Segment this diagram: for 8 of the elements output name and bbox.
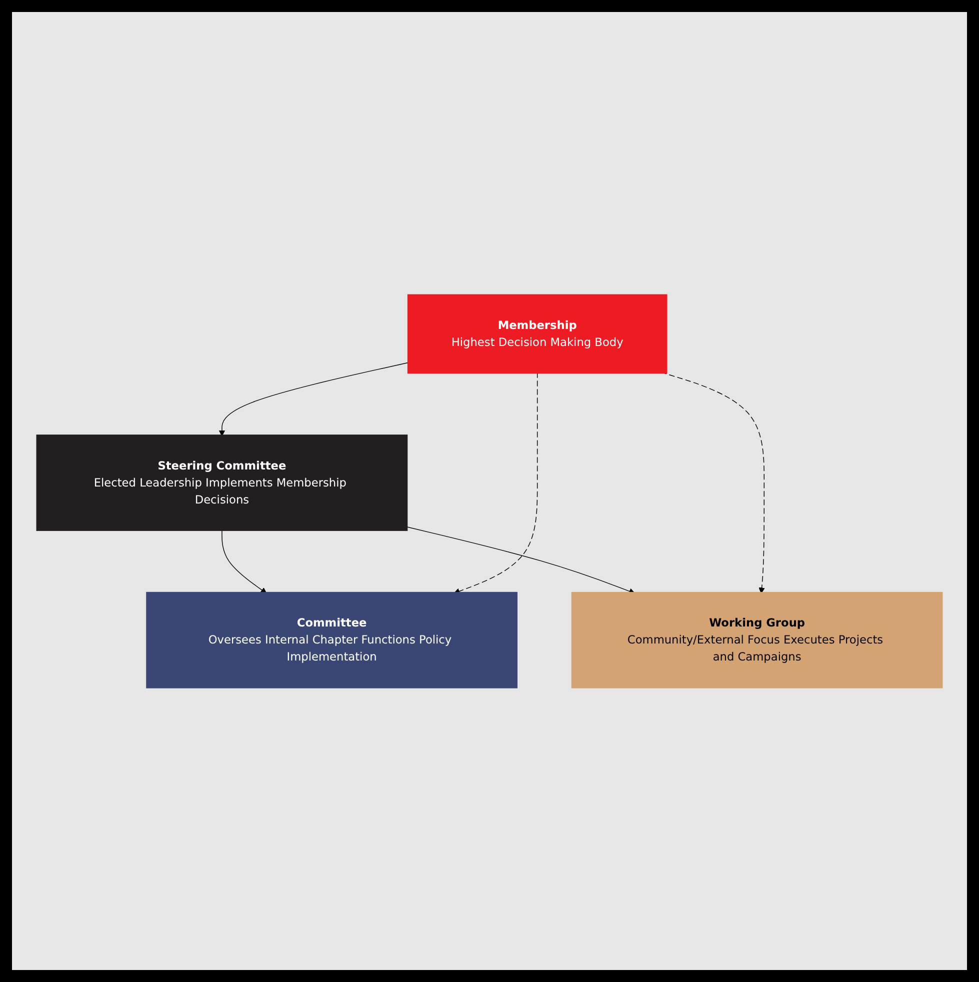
node-box: Steering Committee Elected Leadership Implements Membership Decisions [36,434,408,531]
node-box: Membership Highest Decision Making Body [407,294,668,374]
node-box: Working Group Community/External Focus Executes Projects and Campaigns [571,592,943,688]
arrow [218,362,410,436]
node-box: Committee Oversees Internal Chapter Functions Policy Implementation [146,592,518,688]
arrow [406,526,636,594]
arrow [454,372,538,594]
arrow [222,528,267,594]
